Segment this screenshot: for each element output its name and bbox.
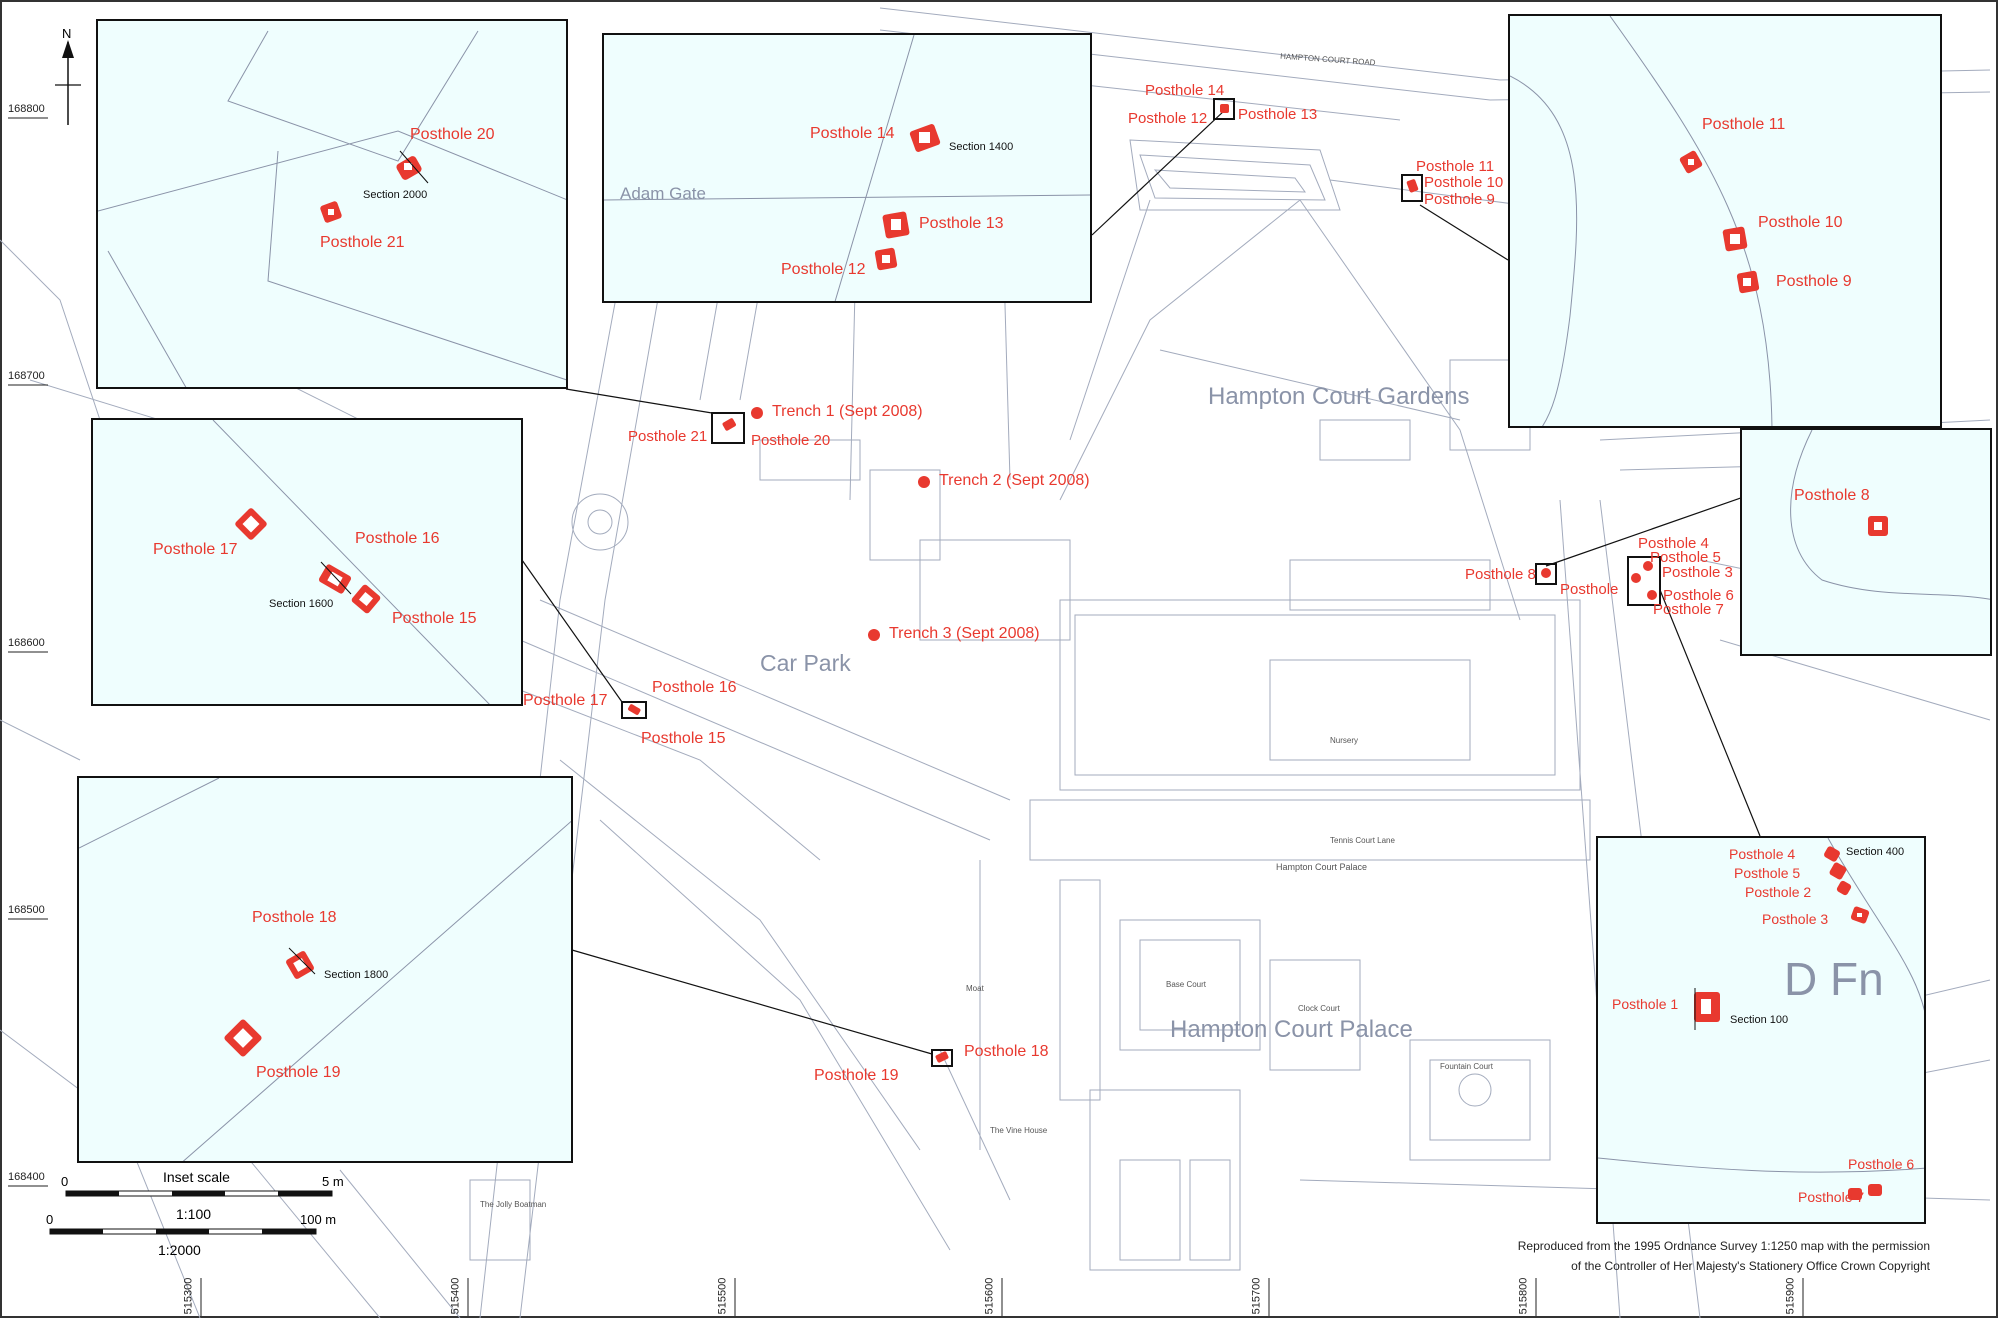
inset-posthole-label: Posthole 14 [810,125,895,142]
inset-scale-ratio: 1:100 [176,1206,212,1222]
posthole-label: Posthole 6 [1663,587,1734,604]
trench-label: Trench 1 (Sept 2008) [772,403,923,420]
inset-section-label: Section 100 [1730,1014,1789,1026]
vine-house-label: The Vine House [990,1126,1048,1135]
inset-posthole-label: Posthole 18 [252,909,337,926]
posthole-label: Posthole 8 [1465,566,1536,583]
inset-section-label: Section 1600 [269,598,334,610]
inset-posthole-label: Posthole 1 [1612,996,1679,1012]
place-label-gardens: Hampton Court Gardens [1208,383,1470,410]
posthole-label: Posthole 19 [814,1067,899,1084]
inset-posthole-label: Posthole 2 [1745,884,1812,900]
main-scale-end: 100 m [300,1212,337,1227]
inset-section-label: Section 1400 [949,141,1014,153]
main-scale-ratio: 1:2000 [158,1242,201,1258]
place-label-car-park: Car Park [760,650,851,676]
posthole-label: Posthole 17 [523,692,608,709]
inset-posthole-label: Posthole 19 [256,1064,341,1081]
north-arrow-icon [55,40,81,125]
inset-posthole-label: Posthole 12 [781,261,866,278]
inset-scale-zero: 0 [61,1174,69,1189]
north-label: N [62,26,72,41]
inset-posthole-9-11: Posthole 11 Posthole 10 Posthole 9 [1508,14,1942,428]
inset-posthole-label: Posthole 20 [410,126,495,143]
inset-posthole-12-14: Adam Gate Posthole 14 Section 1400 Posth… [602,33,1092,303]
posthole-label: Posthole 20 [751,432,831,449]
posthole-label: Posthole 11 [1416,158,1495,175]
inset-posthole-label: Posthole 15 [392,610,477,627]
copyright-note: Reproduced from the 1995 Ordnance Survey… [1400,1236,1930,1276]
inset-place-label: D Fn [1784,953,1884,1005]
grid-easting: 515300 [182,1277,195,1315]
grid-easting: 515700 [1250,1277,1263,1315]
posthole-label: Posthole 12 [1128,110,1208,127]
inset-section-label: Section 400 [1846,846,1905,858]
court-lane-label: Tennis Court Lane [1330,836,1395,845]
inset-posthole-label: Posthole 6 [1848,1156,1915,1172]
posthole-label: Posthole 13 [1238,106,1318,123]
inset-posthole-label: Posthole 7 [1798,1189,1865,1205]
posthole-label: Posthole [1560,581,1619,598]
moat-label: Moat [966,984,984,993]
trench-label: Trench 2 (Sept 2008) [939,472,1090,489]
posthole-label: Posthole 4 [1638,535,1709,552]
inset-posthole-label: Posthole 13 [919,215,1004,232]
grid-northing: 168600 [8,637,45,649]
posthole-label: Posthole 9 [1424,191,1495,208]
inset-scale-title: Inset scale [163,1169,230,1185]
inset-posthole-8: Posthole 8 [1740,428,1992,656]
grid-easting: 515800 [1517,1277,1530,1315]
inset-posthole-label: Posthole 5 [1734,865,1801,881]
inset-section-label: Section 2000 [363,189,428,201]
clock-court-label: Clock Court [1298,1004,1340,1013]
place-label-palace: Hampton Court Palace [1170,1016,1413,1043]
inset-posthole-label: Posthole 11 [1702,116,1786,133]
palace-small-label: Hampton Court Palace [1276,862,1368,872]
inset-posthole-20-21: Posthole 20 Section 2000 Posthole 21 [96,19,568,389]
jolly-boatman-label: The Jolly Boatman [480,1200,547,1209]
grid-northing: 168500 [8,904,45,916]
inset-posthole-label: Posthole 10 [1758,214,1843,231]
trench-label: Trench 3 (Sept 2008) [889,625,1040,642]
inset-place-label: Adam Gate [620,184,706,203]
grid-easting: 515400 [449,1277,462,1315]
inset-posthole-label: Posthole 17 [153,541,238,558]
inset-posthole-label: Posthole 21 [320,234,405,251]
inset-posthole-label: Posthole 8 [1794,487,1870,504]
grid-easting: 515600 [983,1277,996,1315]
posthole-label: Posthole 21 [628,428,708,445]
copyright-line: Reproduced from the 1995 Ordnance Survey… [1517,1239,1930,1253]
base-court-label: Base Court [1166,980,1207,989]
fountain-court-label: Fountain Court [1440,1062,1493,1071]
posthole-label: Posthole 18 [964,1043,1049,1060]
posthole-label: Posthole 16 [652,679,737,696]
grid-northing: 168700 [8,370,45,382]
posthole-label: Posthole 10 [1424,174,1504,191]
posthole-label: Posthole 14 [1145,82,1225,99]
scale-bars [49,1190,333,1235]
inset-section-label: Section 1800 [324,969,389,981]
grid-northing: 168400 [8,1171,45,1183]
inset-posthole-15-17: Posthole 17 Posthole 16 Section 1600 Pos… [91,418,523,706]
posthole-label: Posthole 5 [1650,549,1721,566]
main-scale-zero: 0 [46,1212,54,1227]
inset-posthole-label: Posthole 3 [1762,911,1829,927]
posthole-label: Posthole 7 [1653,601,1724,618]
grid-northing: 168800 [8,103,45,115]
posthole-label: Posthole 15 [641,730,726,747]
grid-easting: 515500 [716,1277,729,1315]
inset-posthole-label: Posthole 16 [355,530,440,547]
inset-posthole-label: Posthole 9 [1776,273,1852,290]
posthole-label: Posthole 3 [1662,564,1733,581]
grid-easting: 515900 [1784,1277,1797,1315]
inset-posthole-18-19: Posthole 18 Section 1800 Posthole 19 [77,776,573,1163]
nursery-label: Nursery [1330,736,1359,745]
copyright-line: of the Controller of Her Majesty's Stati… [1571,1259,1930,1273]
inset-posthole-label: Posthole 4 [1729,846,1796,862]
inset-scale-end: 5 m [322,1174,344,1189]
inset-posthole-1-7: Posthole 4 Section 400 Posthole 5 Postho… [1596,836,1926,1224]
